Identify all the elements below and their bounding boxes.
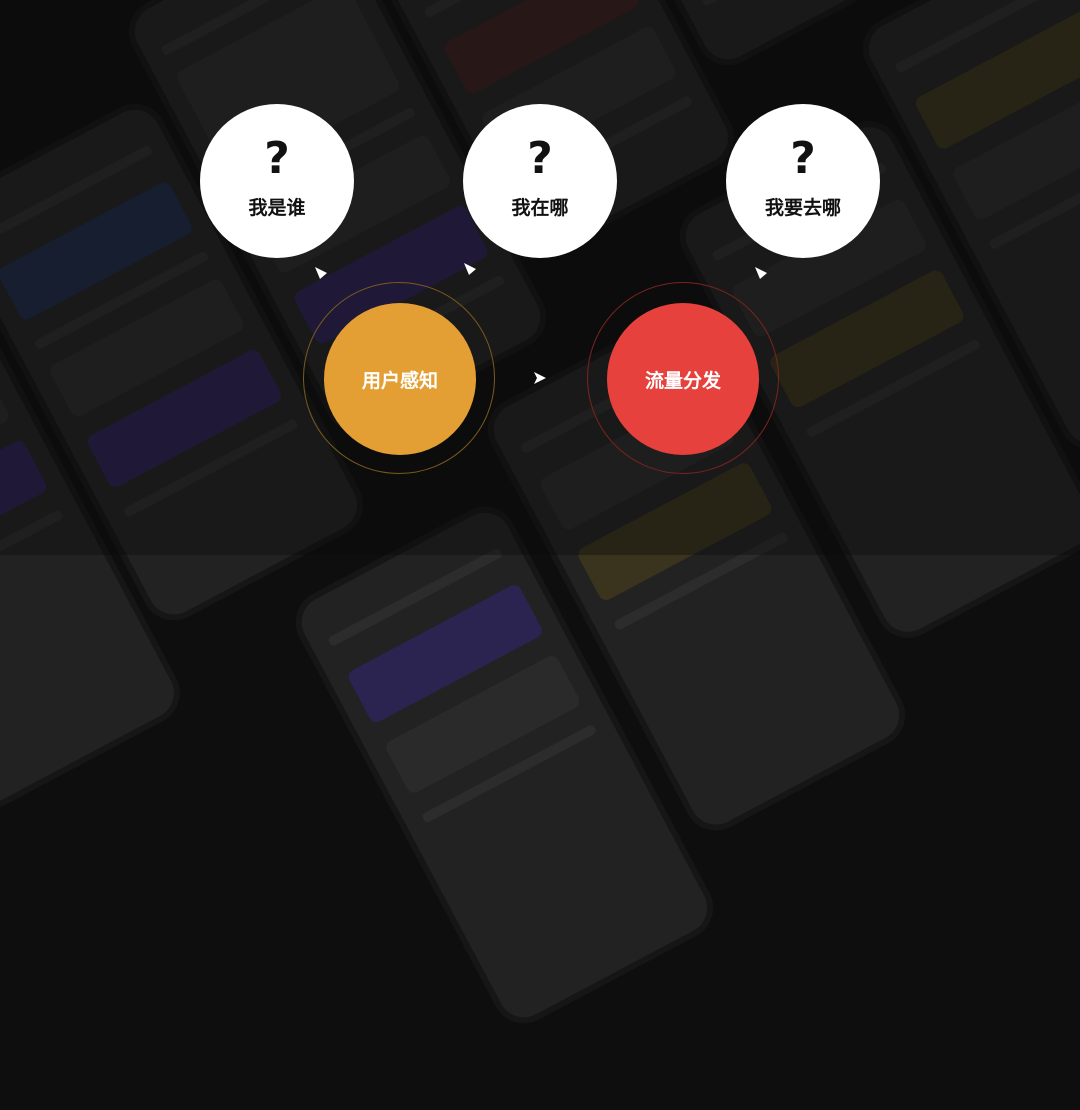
distribution-outer-ring <box>587 282 779 474</box>
stage-label-perception: 用户感知 <box>361 369 438 392</box>
question-bubble-destination: ? 我要去哪 <box>726 104 880 258</box>
question-label-destination: 我要去哪 <box>764 196 841 219</box>
question-mark-icon: ? <box>264 132 290 184</box>
question-label-where: 我在哪 <box>511 196 569 219</box>
background-dim-overlay <box>0 0 1080 555</box>
pointer-arrow-icon <box>464 263 476 275</box>
perception-outer-ring <box>303 282 495 474</box>
flow-arrow-icon <box>534 372 546 384</box>
stage-distribution-circle: 流量分发 <box>607 303 759 455</box>
pointer-arrow-icon <box>755 267 767 279</box>
question-bubble-who: ? 我是谁 <box>200 104 354 258</box>
question-mark-icon: ? <box>527 132 553 184</box>
question-label-who: 我是谁 <box>248 196 306 219</box>
pointer-arrow-icon <box>315 267 327 279</box>
question-mark-icon: ? <box>790 132 816 184</box>
stage-perception-circle: 用户感知 <box>324 303 476 455</box>
stage-label-distribution: 流量分发 <box>644 369 721 392</box>
question-bubble-where: ? 我在哪 <box>463 104 617 258</box>
